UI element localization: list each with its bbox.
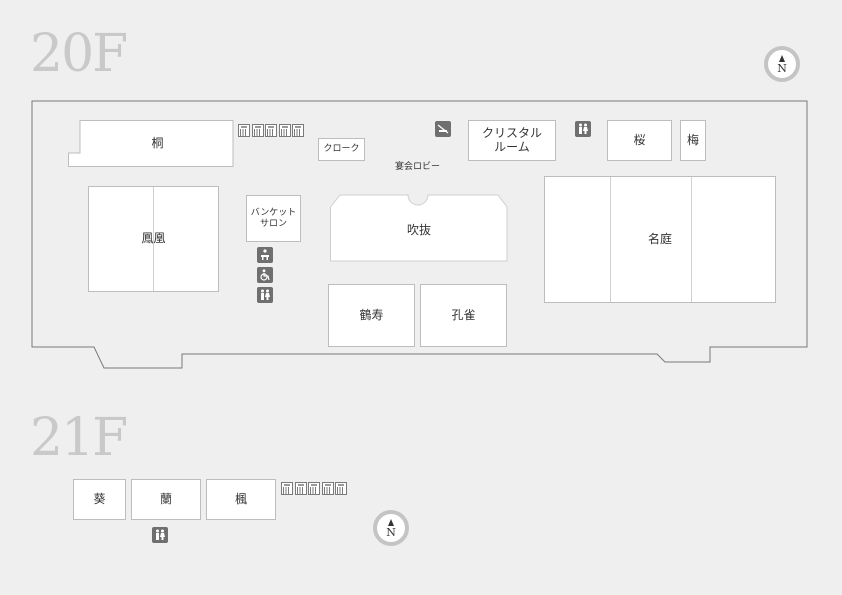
no-smoking-icon (435, 121, 451, 137)
north-label: N (777, 62, 787, 75)
restroom-icon (152, 527, 168, 543)
elevator-icon (335, 482, 347, 495)
room-divider (610, 177, 611, 302)
elevator-icon (322, 482, 334, 495)
elevator-icon (252, 124, 264, 137)
north-label: N (386, 526, 396, 539)
north-arrow-icon (388, 519, 394, 526)
north-compass-20f: N (764, 46, 800, 82)
atrium: 吹抜 (406, 223, 431, 238)
elevator-icon (265, 124, 277, 137)
room-divider (153, 187, 154, 291)
room-banquet-salon[interactable]: バンケット サロン (246, 195, 301, 242)
room-crystal[interactable]: クリスタル ルーム (468, 120, 556, 161)
atrium-shape (330, 194, 508, 262)
elevator-icon (308, 482, 320, 495)
room-divider (691, 177, 692, 302)
elevator-icon (295, 482, 307, 495)
elevator-icon (292, 124, 304, 137)
north-compass-21f: N (373, 510, 409, 546)
room-kaede[interactable]: 楓 (206, 479, 276, 520)
room-ume[interactable]: 梅 (680, 120, 706, 161)
elevator-icon (238, 124, 250, 137)
baby-changing-icon (257, 247, 273, 263)
room-cloak[interactable]: クローク (318, 138, 365, 161)
elevator-icon (279, 124, 291, 137)
room-kujaku[interactable]: 孔雀 (420, 284, 507, 347)
elevator-icon (281, 482, 293, 495)
north-arrow-icon (779, 55, 785, 62)
room-ran[interactable]: 蘭 (131, 479, 201, 520)
floor-label-20f: 20F (30, 24, 128, 84)
room-kakuju[interactable]: 鶴寿 (328, 284, 415, 347)
wheelchair-icon (257, 267, 273, 283)
room-meitei[interactable]: 名庭 (544, 176, 776, 303)
restroom-icon (257, 287, 273, 303)
room-aoi[interactable]: 葵 (73, 479, 126, 520)
room-kiri-shape (68, 120, 234, 167)
banquet-lobby-label: 宴会ロビー (395, 162, 441, 172)
restroom-icon (575, 121, 591, 137)
room-sakura[interactable]: 桜 (607, 120, 672, 161)
floor-label-21f: 21F (30, 408, 128, 468)
room-kiri[interactable]: 桐 (151, 135, 164, 150)
